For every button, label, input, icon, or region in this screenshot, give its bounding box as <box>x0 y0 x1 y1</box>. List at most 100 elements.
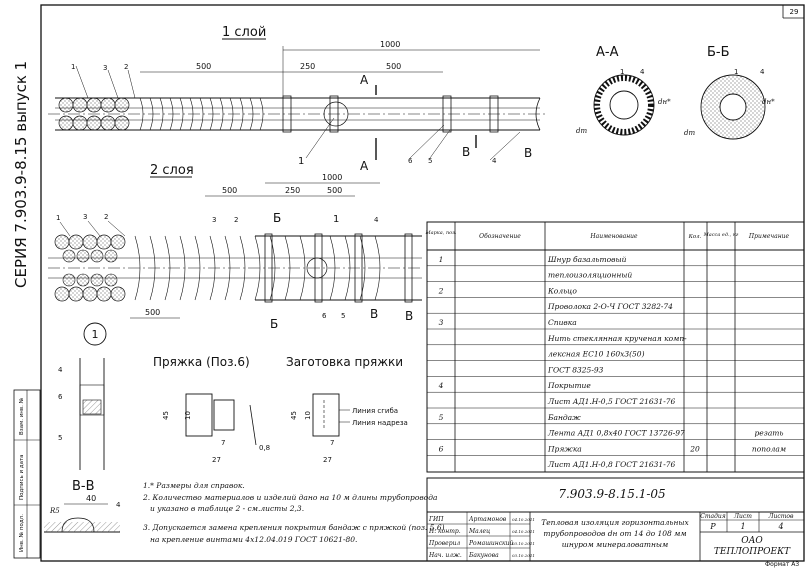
table-cell-name: Лента АД1 0,8х40 ГОСТ 13726-97 <box>547 429 685 438</box>
aa-pos-4: 4 <box>640 68 645 76</box>
buckle-dim-45: 45 <box>162 411 170 420</box>
dim-500-d: 500 <box>327 186 342 195</box>
table-cell-name: Проволока 2-О-Ч ГОСТ 3282-74 <box>547 302 673 311</box>
vv-dim-40: 40 <box>86 494 96 503</box>
table-cell-pos: 4 <box>438 381 444 390</box>
section-mark-v-2: В <box>524 146 532 160</box>
org-2: ТЕПЛОПРОЕКТ <box>714 547 791 557</box>
node-pos-4: 4 <box>58 366 63 374</box>
pos-6a: 6 <box>408 157 413 165</box>
stage-value: Р <box>709 522 716 531</box>
aa-dn: dн* <box>658 98 671 106</box>
pos-2a: 2 <box>124 63 128 71</box>
buckle-dim-08: 0,8 <box>259 444 270 452</box>
pos-2c: 2 <box>234 216 238 224</box>
doc-title-1: Тепловая изоляция горизонтальных <box>541 518 689 527</box>
table-cell-pos: 2 <box>438 286 444 295</box>
note-3: и указано в таблице 2 - см.листы 2,3. <box>150 504 304 513</box>
staff-role: Н. контр. <box>428 528 461 535</box>
side-replace-inv: Взам. инв. № <box>19 397 25 435</box>
dim-1000-a: 1000 <box>380 40 400 49</box>
section-bb-view: Б-Б 1 4 dн* dт <box>684 45 775 140</box>
blank-dim-10: 10 <box>304 411 312 420</box>
table-cell-pos: 3 <box>439 318 444 327</box>
section-mark-v-1: В <box>462 145 470 159</box>
layer1-title: 1 слой <box>222 25 266 40</box>
buckle-dim-7: 7 <box>221 439 225 447</box>
pos-6b: 6 <box>322 312 327 320</box>
staff-role: ГИП <box>428 516 444 523</box>
pos-5b: 5 <box>341 312 345 320</box>
pos-5a: 5 <box>428 157 432 165</box>
section-mark-v-4: В <box>405 309 413 323</box>
section-vv-title: В-В <box>72 479 95 494</box>
cord-circles-1 <box>58 97 130 131</box>
sheets-value: 4 <box>777 522 783 531</box>
note-2: 2. Количество материалов и изделий дано … <box>142 493 437 502</box>
note-4: 3. Допускается замена крепления покрытия… <box>143 523 445 532</box>
node-1-view: 1 4 6 5 <box>58 322 107 470</box>
section-mark-a-top: А <box>360 73 369 87</box>
staff-role: Проверил <box>428 540 460 547</box>
staff-date: 04.10.2011 <box>512 529 535 534</box>
view-layer2: 2 слоя <box>48 163 422 331</box>
table-cell-name: Кольцо <box>547 286 577 295</box>
table-cell-name: лексная ЕС10 160х3(50) <box>548 350 645 359</box>
th-note: Примечание <box>748 233 790 240</box>
buckle-dim-10: 10 <box>184 411 192 420</box>
staff-date: 03.10.2011 <box>512 541 535 546</box>
spec-table: Марка, поз. Обозначение Наименование Кол… <box>425 221 805 473</box>
bb-pos-1: 1 <box>734 68 738 76</box>
vv-pos-4: 4 <box>116 501 121 509</box>
blank-title: Заготовка пряжки <box>286 355 403 369</box>
aa-pos-1: 1 <box>620 68 624 76</box>
table-cell-name: Лист АД1.Н-0,8 ГОСТ 21631-76 <box>547 460 676 469</box>
sheet-value: 1 <box>740 522 745 531</box>
staff-date: 04.10.2011 <box>512 517 535 522</box>
pos-1d: 1 <box>333 214 339 225</box>
dim-1000-b: 1000 <box>322 173 342 182</box>
cut-line-label: Линия надреза <box>352 419 408 427</box>
blank-view: Заготовка пряжки 45 10 7 27 Линия сгиба … <box>286 355 408 464</box>
table-cell-name: Пряжка <box>547 444 582 453</box>
table-cell-note: пополам <box>752 444 786 453</box>
cord-circles-2 <box>54 234 126 302</box>
th-name: Наименование <box>589 233 638 240</box>
side-signature-date: Подпись и дата <box>19 454 25 500</box>
format-label: Формат А3 <box>765 561 799 568</box>
title-block: 7.903.9-8.15.1-05 Тепловая изоляция гори… <box>426 477 805 562</box>
layer2-title: 2 слоя <box>150 163 194 178</box>
sheet-header: Лист <box>733 513 752 520</box>
table-cell-pos: 6 <box>439 444 444 453</box>
blank-dim-27: 27 <box>323 456 332 464</box>
sheets-header: Листов <box>767 513 794 520</box>
table-cell-name: Бандаж <box>547 413 581 422</box>
series-label: СЕРИЯ 7.903.9-8.15 выпуск 1 <box>12 61 30 288</box>
pos-3a: 3 <box>103 64 107 72</box>
notes: 1.* Размеры для справок. 2. Количество м… <box>142 481 445 544</box>
dim-500-b: 500 <box>386 62 401 71</box>
doc-title-2: трубопроводов dн от 14 до 108 мм <box>543 529 686 538</box>
dim-250-a: 250 <box>300 62 315 71</box>
dim-500-a: 500 <box>196 62 211 71</box>
section-bb-title: Б-Б <box>707 45 730 60</box>
pos-3c: 3 <box>212 216 216 224</box>
th-pos: Марка, поз. <box>425 230 457 236</box>
aa-dt: dт <box>576 127 587 135</box>
section-aa-view: А-А 1 4 dн* dт <box>576 45 671 136</box>
dim-500-e: 500 <box>145 308 160 317</box>
pos-1b: 1 <box>298 156 304 167</box>
table-cell-pos: 5 <box>439 413 444 422</box>
staff-date: 03.10.2011 <box>512 553 535 558</box>
table-cell-name: Лист АД1.Н-0,5 ГОСТ 21631-76 <box>547 397 676 406</box>
staff-role: Нач. илж. <box>428 552 462 559</box>
table-cell-note: резать <box>755 429 784 438</box>
table-cell-name: Шнур базальтовый <box>547 255 627 264</box>
blank-dim-7: 7 <box>330 439 334 447</box>
bb-dn: dн* <box>762 98 775 106</box>
page-number: 29 <box>790 8 799 16</box>
note-5: на крепление винтами 4х12.04.019 ГОСТ 10… <box>150 535 357 544</box>
